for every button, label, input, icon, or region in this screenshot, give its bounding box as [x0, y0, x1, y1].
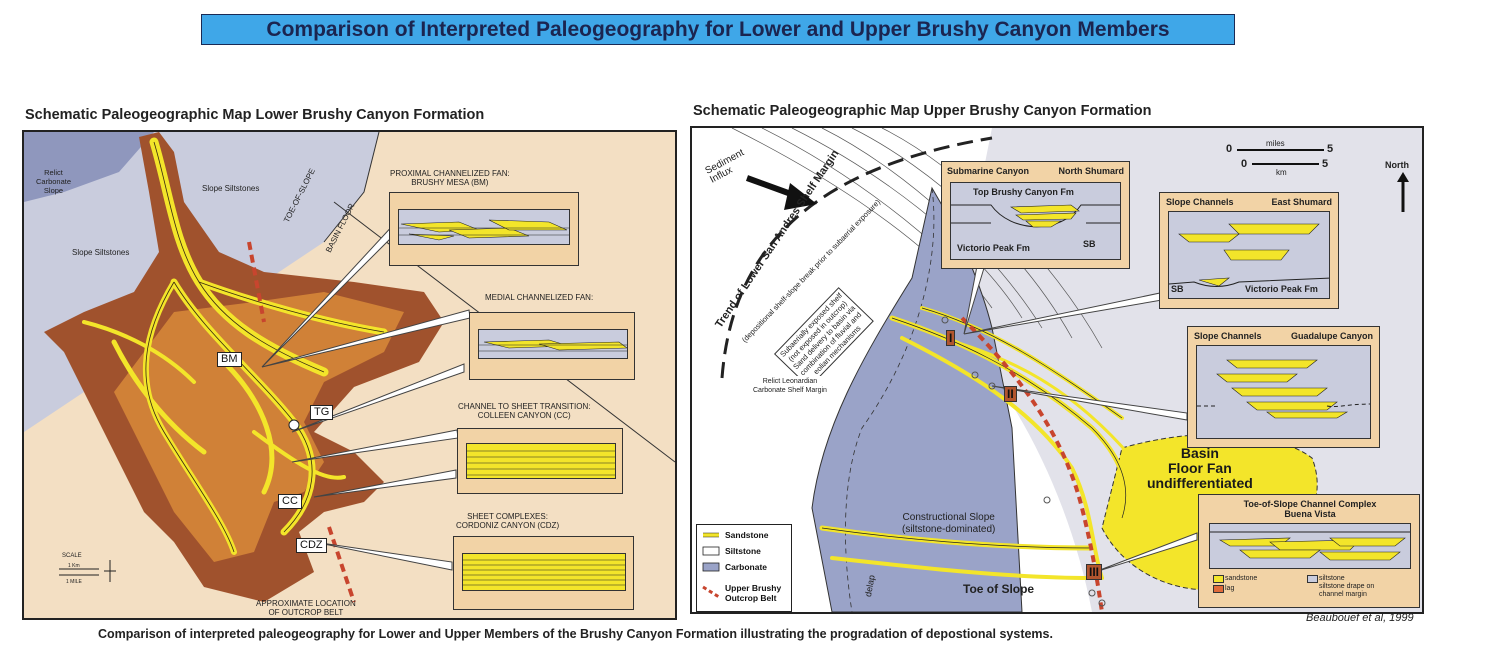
legend-outcrop-belt: Upper Brushy Outcrop Belt: [725, 583, 782, 603]
tag-tg: TG: [310, 405, 334, 420]
upper-inset-east-right: East Shumard: [1271, 197, 1332, 207]
lower-inset-medial: [469, 312, 635, 380]
lower-inset-2-title: MEDIAL CHANNELIZED FAN:: [485, 293, 594, 302]
lower-map-panel: Relict Carbonate Slope Slope Siltstones …: [22, 130, 677, 620]
upper-inset-guad-left: Slope Channels: [1194, 331, 1262, 341]
marker-ii: II: [1004, 386, 1017, 402]
upper-inset-canyon-top: Top Brushy Canyon Fm: [973, 187, 1074, 197]
upper-inset-guad-section: [1196, 345, 1371, 439]
lower-relict-slope-area: [24, 132, 154, 202]
upper-legend: Sandstone Siltstone Carbonate Upper Brus…: [696, 524, 792, 612]
lower-inset-transition: [457, 428, 623, 494]
title-bar: Comparison of Interpreted Paleogeography…: [201, 14, 1235, 45]
lower-slope-label-1: Slope Siltstones: [202, 184, 260, 193]
buena-legend-lag-swatch: [1213, 585, 1224, 593]
lower-heading: Schematic Paleogeographic Map Lower Brus…: [25, 107, 485, 123]
figure-credit: Beaubouef et al, 1999: [1306, 612, 1414, 624]
upper-scale-five-km: 5: [1322, 158, 1329, 170]
lower-leaders: [261, 221, 471, 571]
upper-heading: Schematic Paleogeographic Map Upper Brus…: [693, 103, 1152, 119]
buena-legend-drape: siltstone drape on channel margin: [1319, 583, 1375, 598]
lower-inset-sheet-section: [462, 553, 626, 591]
upper-inset-canyon-left: Submarine Canyon: [947, 166, 1030, 176]
lower-scale-bar: [59, 560, 116, 582]
upper-fan-label: Basin Floor Fan undifferentiated: [1147, 445, 1253, 491]
lower-inset-3-title: CHANNEL TO SHEET TRANSITION: COLLEEN CAN…: [458, 402, 591, 420]
legend-carbonate: Carbonate: [725, 562, 768, 572]
buena-legend-siltstone-swatch: [1307, 575, 1318, 583]
upper-inset-east-section: SB Victorio Peak Fm: [1168, 211, 1330, 299]
tag-bm: BM: [217, 352, 242, 367]
upper-map-panel: Sediment Influx Trend of Lower San Andre…: [690, 126, 1424, 614]
marker-i: I: [946, 330, 956, 346]
upper-miles-label: miles: [1266, 139, 1285, 148]
lower-relict-label: Relict Carbonate Slope: [36, 168, 72, 195]
upper-north-label: North: [1385, 160, 1409, 170]
upper-inset-east-bottom: Victorio Peak Fm: [1245, 284, 1318, 294]
lower-inset-1-title: PROXIMAL CHANNELIZED FAN: BRUSHY MESA (B…: [390, 169, 510, 187]
upper-inset-buena-title: Toe-of-Slope Channel Complex Buena Vista: [1243, 499, 1377, 519]
upper-inset-buena-vista: Toe-of-Slope Channel Complex Buena Vista…: [1198, 494, 1420, 608]
lower-outcrop-label: APPROXIMATE LOCATION OF OUTCROP BELT: [256, 599, 356, 617]
lower-inset-proximal-section: [398, 209, 570, 245]
lower-inset-proximal: [389, 192, 579, 266]
upper-km-label: km: [1276, 168, 1287, 177]
upper-inset-canyon-bottom: Victorio Peak Fm: [957, 243, 1030, 253]
buena-legend-sandstone: sandstone: [1225, 575, 1258, 582]
lower-inset-4-title: SHEET COMPLEXES: CORDONIZ CANYON (CDZ): [456, 512, 560, 530]
upper-outcrop-belt: [960, 316, 1104, 612]
upper-inset-east-left: Slope Channels: [1166, 197, 1234, 207]
upper-inset-canyon-section: Top Brushy Canyon Fm Victorio Peak Fm SB: [950, 182, 1121, 260]
upper-constructional-label: Constructional Slope (siltstone-dominate…: [902, 512, 996, 535]
upper-relict-label: Relict Leonardian Carbonate Shelf Margin: [752, 376, 828, 396]
buena-legend-lag: lag: [1225, 585, 1235, 592]
tag-cdz: CDZ: [296, 538, 327, 553]
upper-scale-five-miles: 5: [1327, 143, 1334, 155]
lower-scale-mile: 1 MILE: [66, 579, 82, 585]
lower-inset-medial-section: [478, 329, 628, 359]
figure-caption: Comparison of interpreted paleogeography…: [98, 627, 1053, 641]
upper-inset-buena-section: [1209, 523, 1411, 569]
lower-scale-label: SCALE: [62, 553, 82, 559]
lower-slope-label-2: Slope Siltstones: [72, 248, 130, 257]
upper-scale-zero-miles: 0: [1226, 143, 1233, 155]
marker-iii: III: [1086, 564, 1103, 580]
upper-leaders: [963, 265, 1198, 574]
upper-inset-guad-right: Guadalupe Canyon: [1290, 331, 1373, 341]
buena-legend-sandstone-swatch: [1213, 575, 1224, 583]
upper-inset-canyon: Submarine Canyon North Shumard Top Brush…: [941, 161, 1130, 269]
upper-inset-east-shumard: Slope Channels East Shumard SB Victorio …: [1159, 192, 1339, 309]
upper-inset-east-sb: SB: [1171, 284, 1184, 294]
legend-sandstone: Sandstone: [725, 530, 769, 540]
tag-cc: CC: [278, 494, 302, 509]
page-title: Comparison of Interpreted Paleogeography…: [266, 18, 1170, 41]
upper-inset-canyon-sb: SB: [1083, 239, 1096, 249]
upper-toe-label: Toe of Slope: [963, 582, 1035, 596]
upper-inset-guadalupe: Slope Channels Guadalupe Canyon: [1187, 326, 1380, 448]
lower-inset-transition-section: [466, 443, 616, 479]
lower-inset-sheet: [453, 536, 634, 610]
upper-scale-zero-km: 0: [1241, 158, 1248, 170]
lower-scale-km: 1 Km: [68, 563, 80, 569]
upper-inset-canyon-right: North Shumard: [1058, 166, 1124, 176]
lower-map-drawing: [24, 132, 675, 603]
upper-scale-bar: [1237, 149, 1324, 165]
buena-legend-siltstone: siltstone: [1319, 575, 1345, 582]
legend-siltstone: Siltstone: [725, 546, 761, 556]
